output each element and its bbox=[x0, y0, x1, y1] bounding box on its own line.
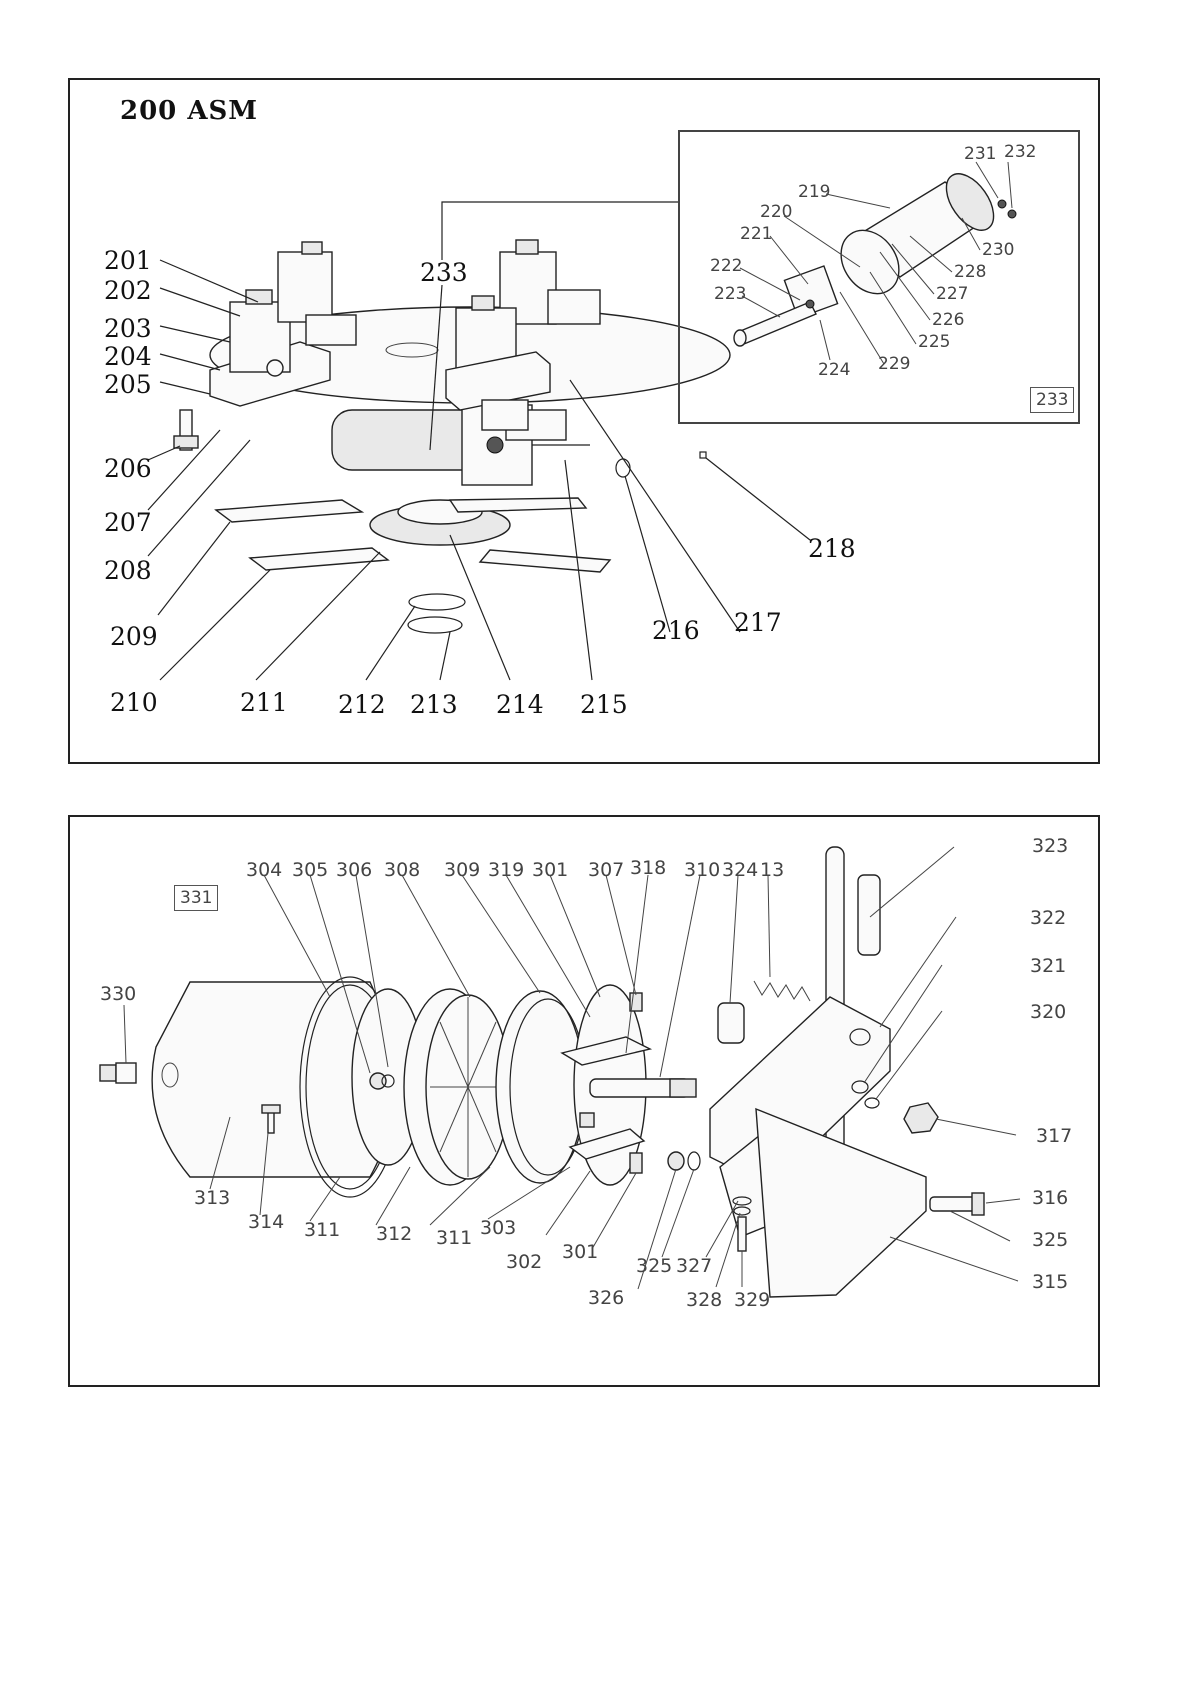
label-327: 327 bbox=[676, 1257, 712, 1276]
label-330: 330 bbox=[100, 985, 136, 1004]
label-223: 223 bbox=[714, 286, 746, 303]
inset-tag: 233 bbox=[1030, 387, 1074, 413]
label-305: 305 bbox=[292, 861, 328, 880]
assembly-200-panel: 200 ASM bbox=[68, 78, 1100, 764]
label-216: 216 bbox=[652, 618, 700, 643]
label-323: 323 bbox=[1032, 837, 1068, 856]
label-208: 208 bbox=[104, 558, 152, 583]
label-324: 324 bbox=[722, 861, 758, 880]
label-310: 310 bbox=[684, 861, 720, 880]
label-205: 205 bbox=[104, 372, 152, 397]
label-212: 212 bbox=[338, 692, 386, 717]
label-329: 329 bbox=[734, 1291, 770, 1310]
label-217: 217 bbox=[734, 610, 782, 635]
label-315: 315 bbox=[1032, 1273, 1068, 1292]
label-202: 202 bbox=[104, 278, 152, 303]
label-306: 306 bbox=[336, 861, 372, 880]
label-303: 303 bbox=[480, 1219, 516, 1238]
label-317: 317 bbox=[1036, 1127, 1072, 1146]
label-229: 229 bbox=[878, 356, 910, 373]
label-326: 326 bbox=[588, 1289, 624, 1308]
label-209: 209 bbox=[110, 624, 158, 649]
label-311-right: 311 bbox=[436, 1229, 472, 1248]
label-307: 307 bbox=[588, 861, 624, 880]
label-219: 219 bbox=[798, 184, 830, 201]
label-309: 309 bbox=[444, 861, 480, 880]
label-13: 13 bbox=[760, 861, 784, 880]
label-314: 314 bbox=[248, 1213, 284, 1232]
assembly-300-drawing bbox=[70, 817, 1098, 1385]
label-227: 227 bbox=[936, 286, 968, 303]
label-319: 319 bbox=[488, 861, 524, 880]
label-215: 215 bbox=[580, 692, 628, 717]
label-225: 225 bbox=[918, 334, 950, 351]
label-221: 221 bbox=[740, 226, 772, 243]
label-304: 304 bbox=[246, 861, 282, 880]
label-312: 312 bbox=[376, 1225, 412, 1244]
label-213: 213 bbox=[410, 692, 458, 717]
label-204: 204 bbox=[104, 344, 152, 369]
label-210: 210 bbox=[110, 690, 158, 715]
label-220: 220 bbox=[760, 204, 792, 221]
label-201: 201 bbox=[104, 248, 152, 273]
label-313: 313 bbox=[194, 1189, 230, 1208]
label-311-left: 311 bbox=[304, 1221, 340, 1240]
label-322: 322 bbox=[1030, 909, 1066, 928]
label-218: 218 bbox=[808, 536, 856, 561]
label-226: 226 bbox=[932, 312, 964, 329]
label-318: 318 bbox=[630, 859, 666, 878]
label-233: 233 bbox=[420, 260, 468, 285]
inset-drawing bbox=[680, 132, 1078, 422]
label-301-top: 301 bbox=[532, 861, 568, 880]
label-207: 207 bbox=[104, 510, 152, 535]
label-228: 228 bbox=[954, 264, 986, 281]
label-211: 211 bbox=[240, 690, 288, 715]
label-230: 230 bbox=[982, 242, 1014, 259]
label-325-bottom: 325 bbox=[636, 1257, 672, 1276]
label-328: 328 bbox=[686, 1291, 722, 1310]
label-232: 232 bbox=[1004, 144, 1036, 161]
label-308: 308 bbox=[384, 861, 420, 880]
label-231: 231 bbox=[964, 146, 996, 163]
label-316: 316 bbox=[1032, 1189, 1068, 1208]
inset-cylinder-233: 219 220 221 222 223 224 225 226 227 228 … bbox=[678, 130, 1080, 424]
assembly-300-panel: 331 bbox=[68, 815, 1100, 1387]
label-325-right: 325 bbox=[1032, 1231, 1068, 1250]
label-214: 214 bbox=[496, 692, 544, 717]
label-222: 222 bbox=[710, 258, 742, 275]
label-224: 224 bbox=[818, 362, 850, 379]
label-320: 320 bbox=[1030, 1003, 1066, 1022]
label-301-bottom: 301 bbox=[562, 1243, 598, 1262]
label-321: 321 bbox=[1030, 957, 1066, 976]
label-302: 302 bbox=[506, 1253, 542, 1272]
label-206: 206 bbox=[104, 456, 152, 481]
label-203: 203 bbox=[104, 316, 152, 341]
